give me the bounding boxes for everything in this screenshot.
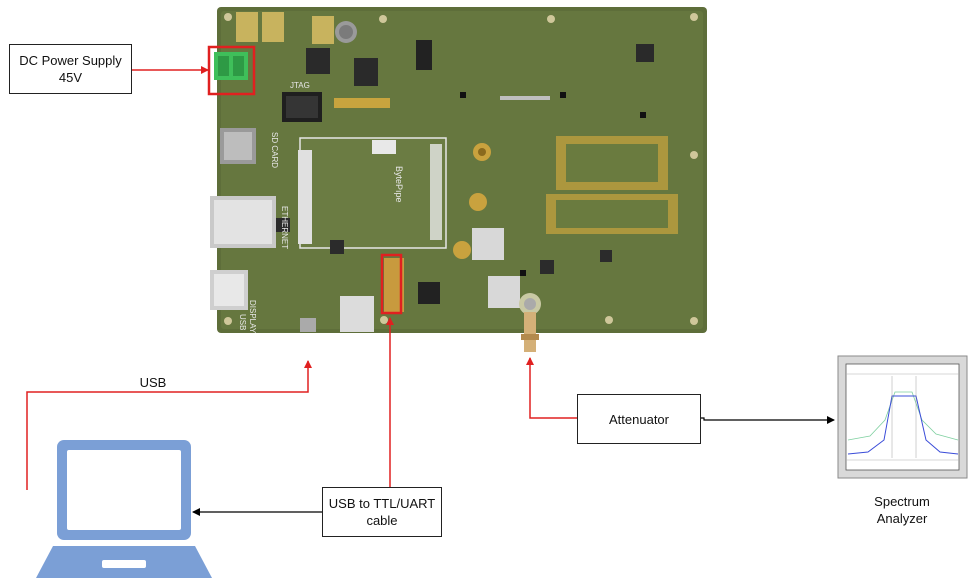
attenuator-to-analyzer-arrow: [701, 418, 834, 420]
usb-label: USB: [128, 374, 178, 391]
silk-ethernet: ETHERNET: [280, 206, 289, 249]
spectrum-analyzer-label: Spectrum Analyzer: [852, 493, 952, 527]
silk-sd-card: SD CARD: [270, 132, 279, 168]
attenuator-box: Attenuator: [577, 394, 701, 444]
silk-jtag: JTAG: [290, 81, 310, 90]
pcb-board: JTAG SD CARD ETHERNET DISPLAY USB BytePı…: [210, 7, 707, 352]
dc-power-supply-label: DC Power Supply 45V: [19, 52, 122, 86]
attenuator-line: [530, 358, 578, 418]
silk-bytepipe: BytePıpe: [394, 166, 404, 203]
uart-cable-box: USB to TTL/UART cable: [322, 487, 442, 537]
spectrum-analyzer-icon: [838, 356, 967, 478]
uart-cable-label: USB to TTL/UART cable: [329, 495, 435, 529]
silk-display: DISPLAY: [248, 300, 257, 334]
laptop-icon: [36, 440, 212, 578]
dc-power-supply-box: DC Power Supply 45V: [9, 44, 132, 94]
silk-usb: USB: [238, 314, 247, 330]
attenuator-label: Attenuator: [609, 411, 669, 428]
